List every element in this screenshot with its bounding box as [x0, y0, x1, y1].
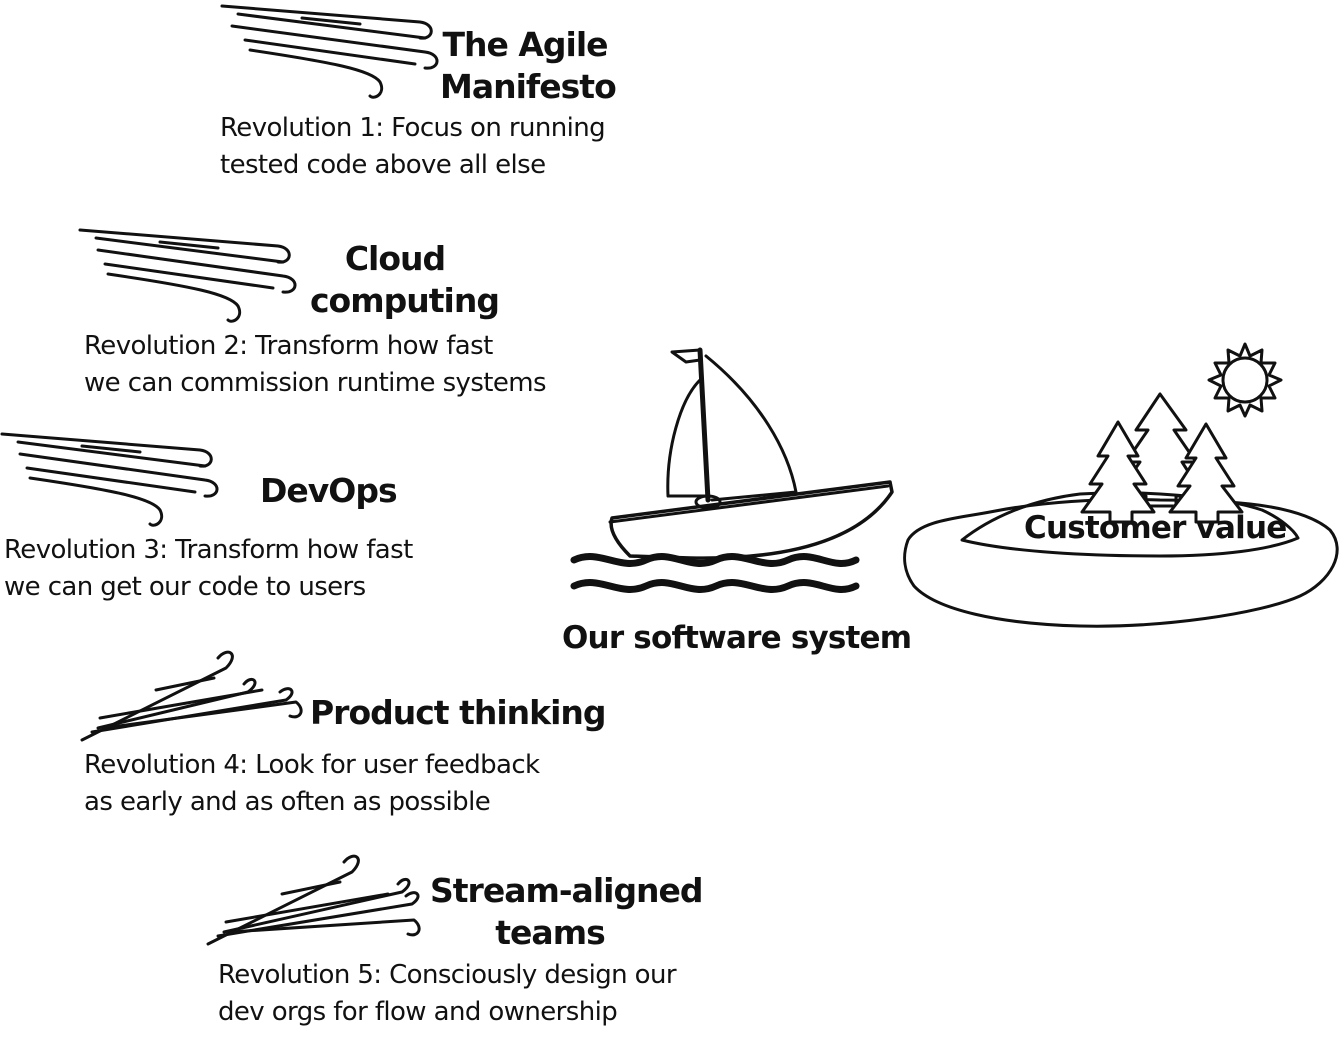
- revolution-4-desc-line1: Revolution 4: Look for user feedback: [84, 750, 540, 780]
- wind-icon: [78, 228, 297, 323]
- revolution-1-title: The Agile Manifesto: [440, 24, 617, 108]
- boat-label: Our software system: [562, 620, 912, 656]
- revolution-1-description: Revolution 1: Focus on running tested co…: [220, 110, 606, 184]
- wind-icon: [80, 650, 303, 742]
- revolution-3-title-line1: DevOps: [260, 471, 398, 510]
- revolution-1-desc-line1: Revolution 1: Focus on running: [220, 113, 606, 143]
- revolution-1-title-line1: The Agile: [442, 25, 608, 64]
- revolution-3-desc-line2: we can get our code to users: [4, 572, 366, 602]
- revolution-2-desc-line1: Revolution 2: Transform how fast: [84, 331, 493, 361]
- revolution-5-title-line1: Stream-aligned: [430, 871, 704, 910]
- revolution-3-title: DevOps: [260, 470, 398, 512]
- sun-icon: [1207, 342, 1283, 418]
- waves-icon: [570, 553, 860, 593]
- revolution-4-title: Product thinking: [310, 692, 607, 734]
- revolution-3-desc-line1: Revolution 3: Transform how fast: [4, 535, 413, 565]
- wind-icon: [0, 432, 219, 527]
- revolution-1-title-line2: Manifesto: [440, 67, 617, 106]
- wind-icon: [220, 4, 439, 99]
- island-label: Customer value: [1024, 510, 1287, 546]
- revolution-2-description: Revolution 2: Transform how fast we can …: [84, 328, 547, 402]
- revolution-4-title-line1: Product thinking: [310, 693, 607, 732]
- tree-icon: [1080, 420, 1156, 524]
- revolution-5-title: Stream-aligned teams: [430, 870, 704, 954]
- island-icon: [903, 491, 1339, 628]
- revolution-5-title-line2: teams: [495, 913, 605, 952]
- revolution-5-description: Revolution 5: Consciously design our dev…: [218, 957, 677, 1031]
- tree-icon: [1114, 392, 1206, 508]
- revolution-5-desc-line1: Revolution 5: Consciously design our: [218, 960, 677, 990]
- wind-icon: [206, 854, 421, 946]
- revolution-2-title-line2: computing: [310, 281, 500, 320]
- revolution-5-desc-line2: dev orgs for flow and ownership: [218, 997, 618, 1027]
- revolution-3-description: Revolution 3: Transform how fast we can …: [4, 532, 413, 606]
- revolution-2-desc-line2: we can commission runtime systems: [84, 368, 547, 398]
- revolution-2-title: Cloud computing: [310, 238, 500, 322]
- sailboat-icon: [608, 347, 894, 560]
- tree-icon: [1168, 422, 1244, 524]
- revolution-2-title-line1: Cloud: [344, 239, 446, 278]
- revolution-4-desc-line2: as early and as often as possible: [84, 787, 491, 817]
- revolution-4-description: Revolution 4: Look for user feedback as …: [84, 747, 540, 821]
- revolution-1-desc-line2: tested code above all else: [220, 150, 546, 180]
